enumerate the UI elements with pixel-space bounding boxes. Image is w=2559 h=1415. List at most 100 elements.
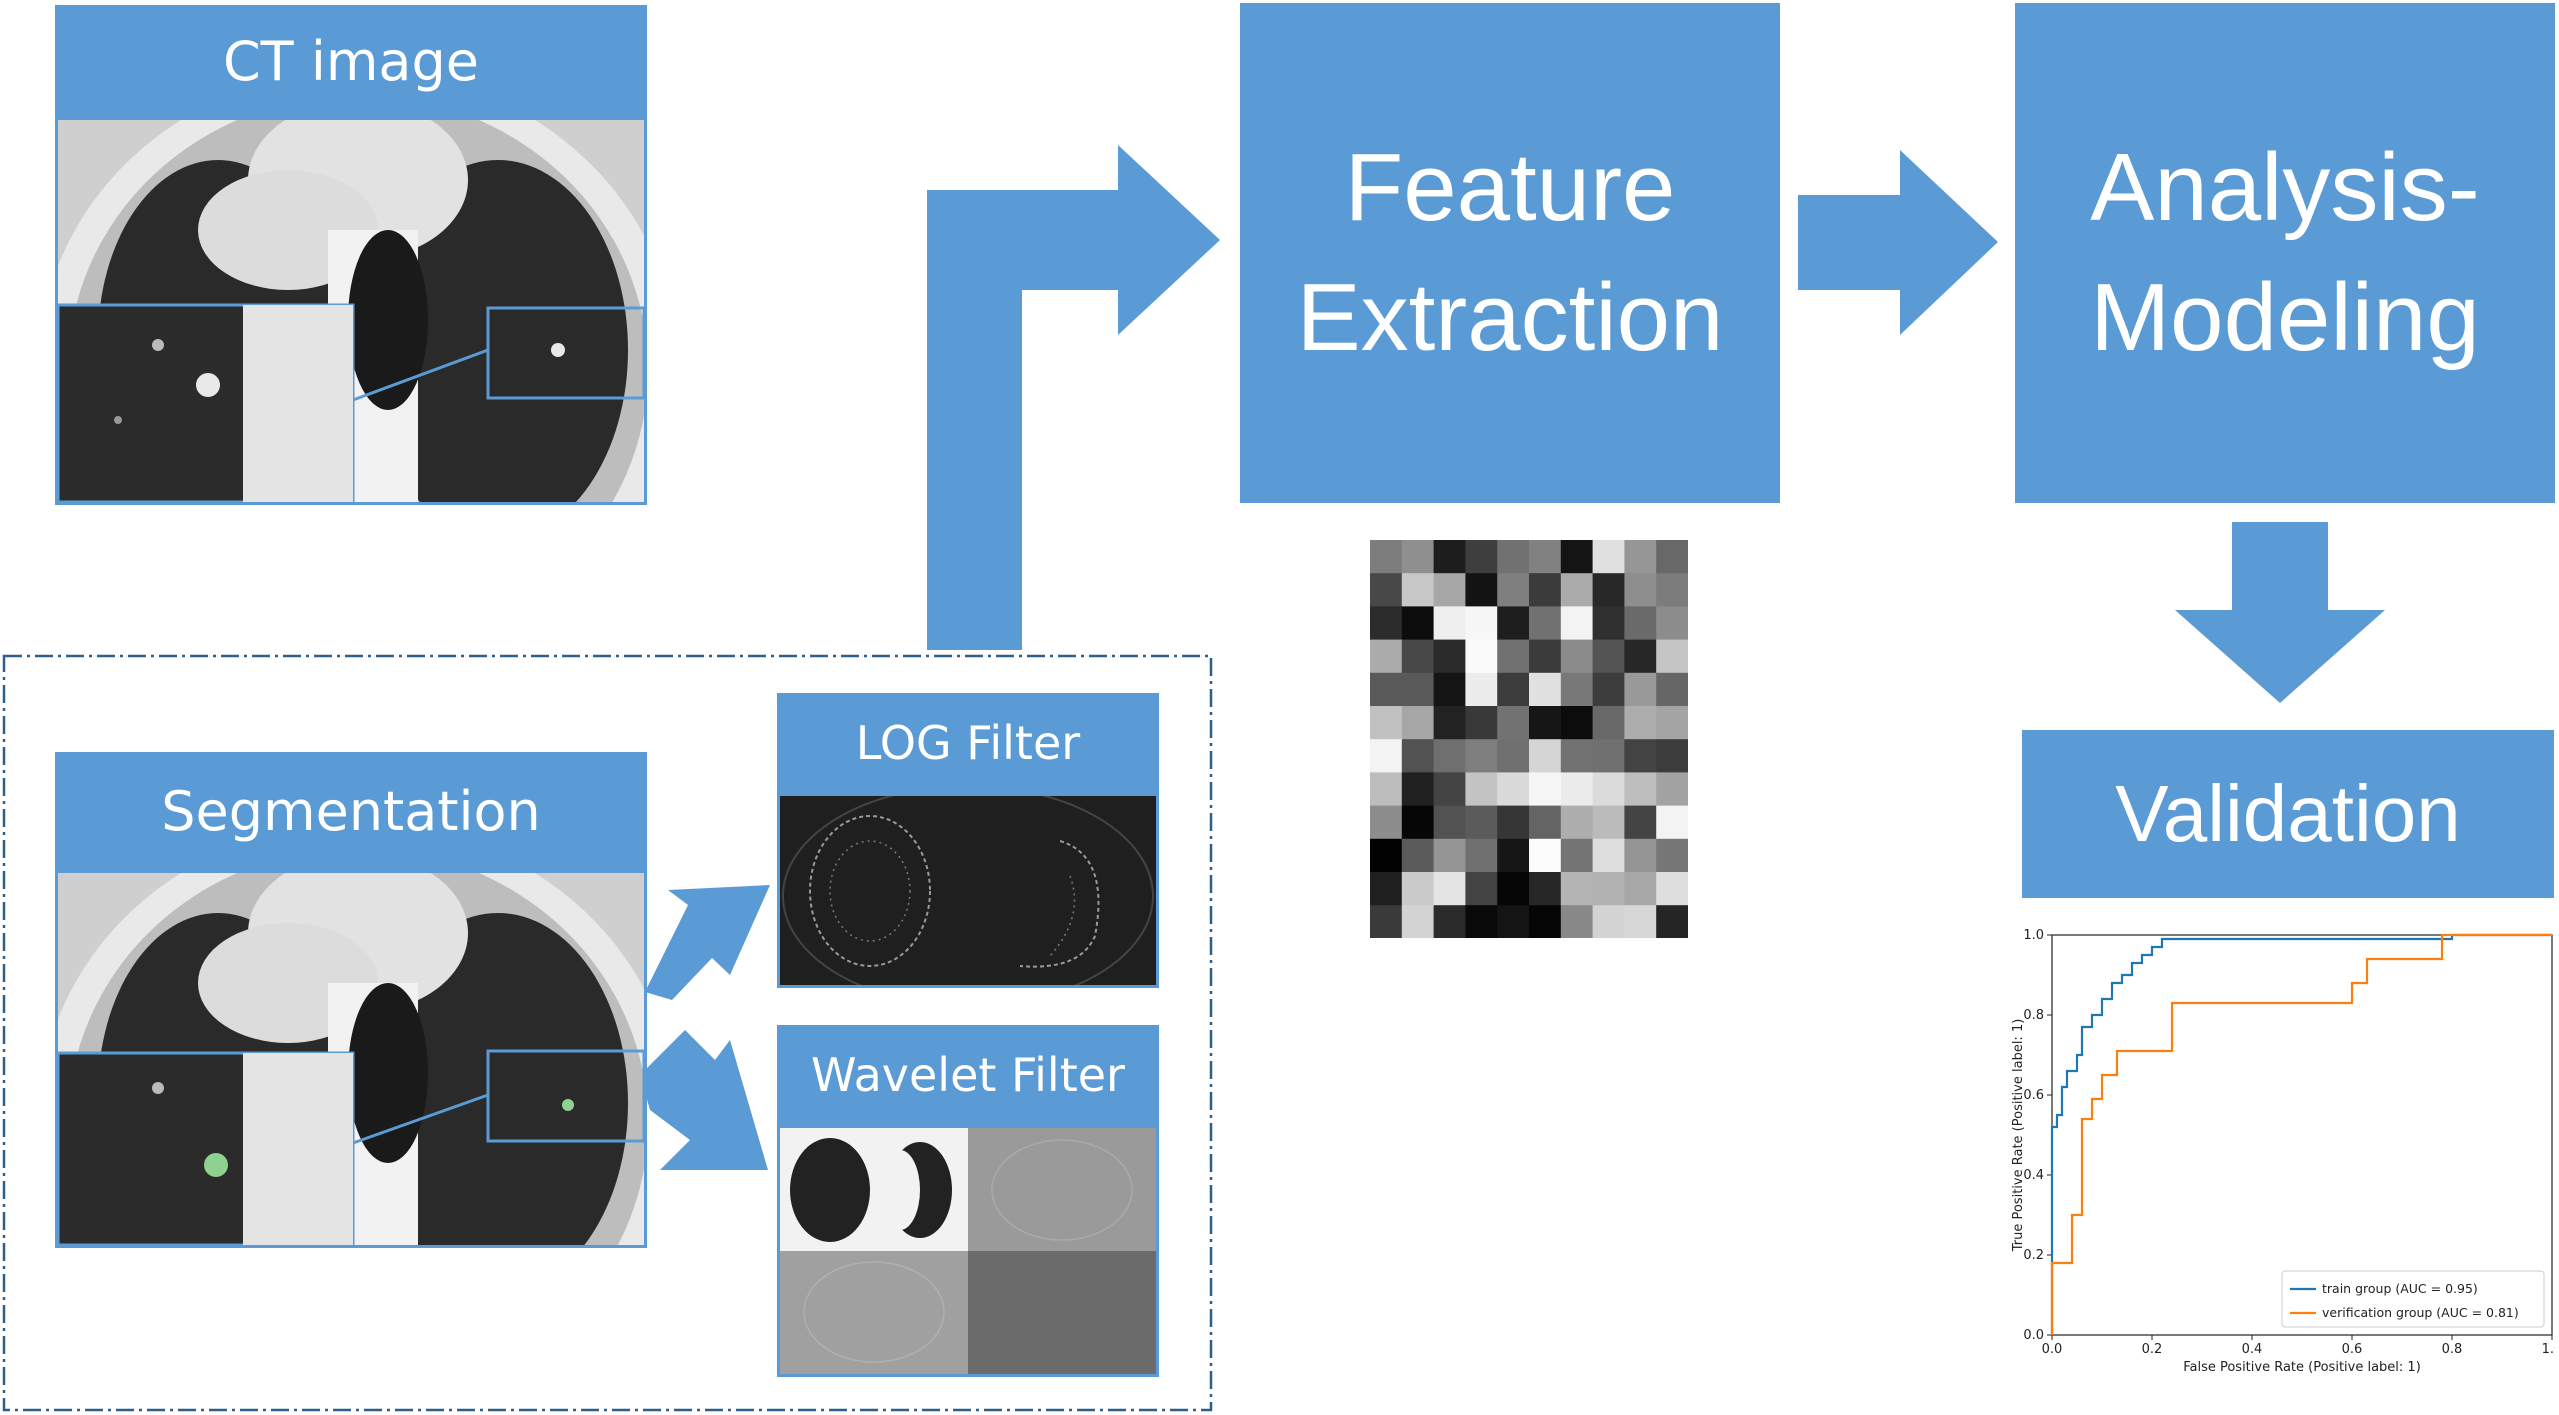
matrix-cell	[1401, 639, 1435, 674]
matrix-cell	[1592, 606, 1625, 641]
matrix-cell	[1497, 639, 1530, 674]
matrix-cell	[1497, 739, 1530, 773]
arrow-seg-to-log	[645, 885, 770, 1000]
matrix-cell	[1370, 805, 1403, 840]
validation-box: Validation	[2022, 730, 2554, 898]
matrix-cell	[1497, 905, 1530, 938]
analysis-modeling-box: Analysis- Modeling	[2015, 3, 2555, 503]
matrix-cell	[1370, 739, 1403, 773]
matrix-cell	[1370, 838, 1403, 873]
matrix-cell	[1370, 573, 1403, 607]
matrix-cell	[1529, 872, 1562, 906]
matrix-cell	[1624, 772, 1657, 807]
matrix-cell	[1497, 540, 1530, 574]
matrix-cell	[1433, 540, 1466, 574]
arrow-down-analysis	[2175, 522, 2385, 703]
matrix-cell	[1529, 772, 1562, 807]
matrix-cell	[1592, 706, 1625, 740]
segmentation-header: Segmentation	[55, 752, 647, 870]
y-tick-label: 0.8	[2023, 1008, 2044, 1023]
legend-box	[2281, 1270, 2545, 1328]
segmentation-title: Segmentation	[161, 779, 541, 843]
matrix-cell	[1624, 872, 1657, 906]
matrix-cell	[1401, 838, 1435, 873]
matrix-cell	[1497, 772, 1530, 807]
matrix-cell	[1529, 739, 1562, 773]
wavelet-filter-title: Wavelet Filter	[811, 1048, 1125, 1102]
ct-image-title: CT image	[222, 29, 480, 93]
matrix-cell	[1433, 805, 1466, 840]
matrix-cell	[1592, 739, 1625, 773]
matrix-cell	[1624, 805, 1657, 840]
matrix-cell	[1624, 706, 1657, 740]
matrix-cell	[1560, 838, 1594, 873]
matrix-cell	[1497, 606, 1530, 641]
analysis-modeling-line1: Analysis-	[2090, 134, 2480, 242]
matrix-cell	[1433, 772, 1466, 807]
x-tick-label: 0.8	[2442, 1342, 2463, 1357]
matrix-cell	[1592, 540, 1625, 574]
x-tick-label: 0.2	[2142, 1342, 2163, 1357]
y-axis-label: True Positive Rate (Positive label: 1)	[2011, 1019, 2026, 1253]
y-tick-label: 0.2	[2023, 1248, 2044, 1263]
matrix-cell	[1370, 772, 1403, 807]
matrix-cell	[1497, 872, 1530, 906]
matrix-cell	[1529, 540, 1562, 574]
matrix-cell	[1465, 606, 1498, 641]
matrix-cell	[1624, 606, 1657, 641]
matrix-cell	[1465, 772, 1498, 807]
y-tick-label: 0.4	[2023, 1168, 2044, 1183]
x-tick-label: 0.4	[2242, 1342, 2263, 1357]
matrix-cell	[1401, 573, 1435, 607]
matrix-cell	[1592, 573, 1625, 607]
matrix-cell	[1465, 872, 1498, 906]
legend-label: train group (AUC = 0.95)	[2322, 1281, 2478, 1296]
matrix-cell	[1560, 805, 1594, 840]
series-line-verification	[2050, 933, 2552, 1335]
log-filter-frame	[777, 793, 1159, 988]
matrix-cell	[1465, 540, 1498, 574]
matrix-cell	[1465, 672, 1498, 707]
matrix-cell	[1656, 838, 1688, 873]
log-filter-image	[780, 796, 1156, 985]
matrix-cell	[1656, 639, 1688, 674]
matrix-cell	[1433, 706, 1466, 740]
matrix-cell	[1497, 672, 1530, 707]
matrix-cell	[1401, 672, 1435, 707]
matrix-cell	[1560, 606, 1594, 641]
filter-group-border	[2, 654, 1213, 1412]
ct-scan-image	[58, 120, 644, 502]
log-filter-title: LOG Filter	[855, 716, 1081, 770]
matrix-cell	[1592, 672, 1625, 707]
matrix-cell	[1560, 573, 1594, 607]
matrix-cell	[1465, 739, 1498, 773]
matrix-cell	[1497, 573, 1530, 607]
matrix-cell	[1529, 672, 1562, 707]
matrix-cell	[1560, 905, 1594, 938]
matrix-cell	[1401, 905, 1435, 938]
matrix-cell	[1433, 573, 1466, 607]
x-tick-label: 0.6	[2342, 1342, 2363, 1357]
matrix-cell	[1656, 573, 1688, 607]
segmentation-frame	[55, 870, 647, 1248]
matrix-cell	[1656, 905, 1688, 938]
wavelet-filter-frame	[777, 1125, 1159, 1377]
plot-frame	[2051, 934, 2553, 1336]
x-tick-label: 0.0	[2042, 1342, 2063, 1357]
matrix-cell	[1560, 672, 1594, 707]
matrix-cell	[1656, 772, 1688, 807]
ct-image-frame	[55, 117, 647, 505]
wavelet-filter-header: Wavelet Filter	[777, 1025, 1159, 1125]
matrix-cell	[1592, 838, 1625, 873]
matrix-cell	[1433, 672, 1466, 707]
y-tick-label: 1.0	[2023, 928, 2044, 943]
matrix-cell	[1401, 606, 1435, 641]
matrix-cell	[1401, 805, 1435, 840]
matrix-cell	[1592, 905, 1625, 938]
matrix-cell	[1624, 540, 1657, 574]
matrix-cell	[1592, 805, 1625, 840]
matrix-cell	[1401, 706, 1435, 740]
roc-chart: 0.00.20.40.60.81.00.00.20.40.60.81.0Fals…	[2011, 928, 2555, 1375]
matrix-cell	[1560, 706, 1594, 740]
matrix-cell	[1401, 872, 1435, 906]
